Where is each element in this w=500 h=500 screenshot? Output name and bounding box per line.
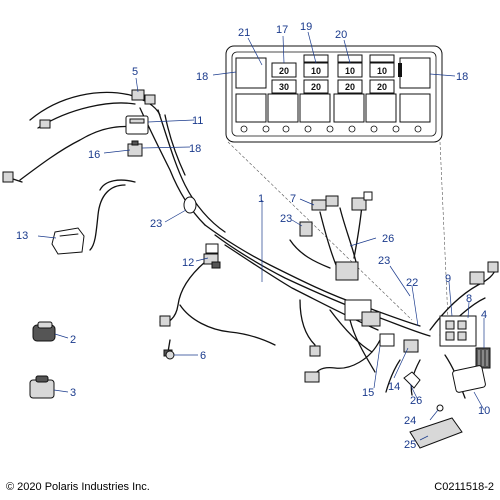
- callout-18: 18: [189, 143, 201, 155]
- callout-19: 19: [300, 21, 312, 33]
- callout-22: 22: [406, 277, 418, 289]
- callout-labels: 5 11 16 18 23 13 12 2 3 6 1 7 23 26 23 2…: [16, 21, 490, 451]
- callout-25: 25: [404, 439, 416, 451]
- figure-id: C0211518-2: [434, 481, 494, 493]
- fuse-label: 30: [279, 82, 289, 92]
- callout-11: 11: [192, 115, 203, 127]
- fuse-box-detail: 20 10 10 10 30 20 20 20: [225, 45, 443, 143]
- fuse-label: 10: [311, 66, 321, 76]
- detail-projection-lines: [227, 141, 449, 321]
- callout-26: 26: [382, 233, 394, 245]
- fuse-label: 20: [377, 82, 387, 92]
- callout-18: 18: [456, 71, 468, 83]
- callout-5: 5: [132, 66, 138, 78]
- fuse-label: 20: [279, 66, 289, 76]
- callout-21: 21: [238, 27, 250, 39]
- callout-12: 12: [182, 257, 194, 269]
- callout-23: 23: [280, 213, 292, 225]
- callout-10: 10: [478, 405, 490, 417]
- callout-17: 17: [276, 24, 288, 36]
- fuse-label: 20: [345, 82, 355, 92]
- fuse-label: 10: [345, 66, 355, 76]
- callout-24: 24: [404, 415, 416, 427]
- callout-leaders: [37, 31, 485, 441]
- part-2-cap: [32, 321, 56, 342]
- part-6-fastener: [165, 350, 175, 360]
- fuse-bottom-row: 30 20 20 20: [271, 79, 395, 94]
- harness-connectors: [2, 89, 499, 449]
- fuse-label: 10: [377, 66, 387, 76]
- callout-4: 4: [481, 309, 487, 321]
- copyright-text: © 2020 Polaris Industries Inc.: [6, 481, 150, 493]
- callout-20: 20: [335, 29, 347, 41]
- callout-3: 3: [70, 387, 76, 399]
- fuse-label: 20: [311, 82, 321, 92]
- callout-7: 7: [290, 193, 296, 205]
- callout-23: 23: [150, 218, 162, 230]
- callout-18: 18: [196, 71, 208, 83]
- part-13-boot: [51, 227, 85, 255]
- fuse-top-row: 20 10 10 10: [271, 54, 395, 78]
- part-3-cap: [29, 375, 55, 399]
- callout-2: 2: [70, 334, 76, 346]
- callout-26: 26: [410, 395, 422, 407]
- callout-8: 8: [466, 293, 472, 305]
- callout-9: 9: [445, 273, 451, 285]
- callout-1: 1: [258, 193, 264, 205]
- callout-14: 14: [388, 381, 400, 393]
- callout-6: 6: [200, 350, 206, 362]
- callout-23: 23: [378, 255, 390, 267]
- callout-13: 13: [16, 230, 28, 242]
- callout-16: 16: [88, 149, 100, 161]
- callout-15: 15: [362, 387, 374, 399]
